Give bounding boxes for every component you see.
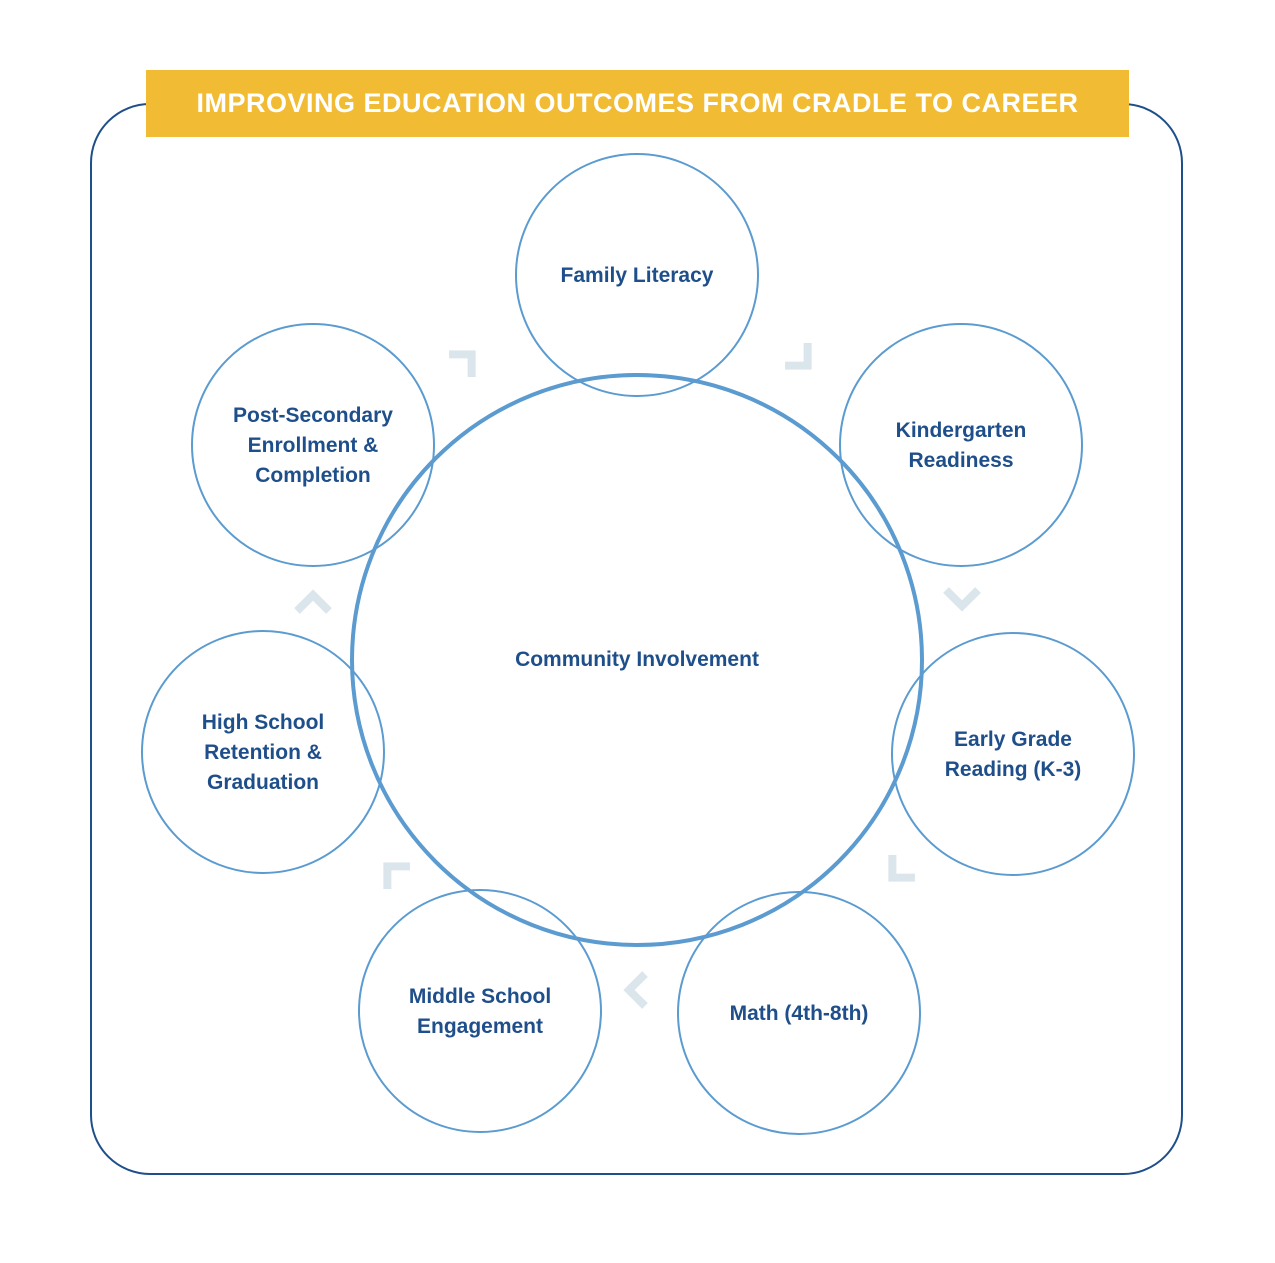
stage-circle — [191, 323, 435, 567]
stage-label-line: High School — [202, 711, 325, 734]
center-circle — [350, 373, 924, 947]
center-label: Community Involvement — [515, 648, 759, 671]
diagram-title: IMPROVING EDUCATION OUTCOMES FROM CRADLE… — [196, 88, 1079, 118]
stage-nodes: Family LiteracyKindergartenReadinessEarl… — [141, 153, 1135, 1135]
center-node: Community Involvement — [350, 373, 924, 947]
stage-label-line: Kindergarten — [896, 419, 1027, 442]
stage-circle — [358, 889, 602, 1133]
stage-label-line: Reading (K-3) — [945, 758, 1082, 781]
chevron-arrow-icon — [449, 350, 476, 377]
chevron-arrow-icon — [943, 587, 981, 612]
stage-circle — [677, 891, 921, 1135]
arrows-layer — [294, 343, 981, 1009]
stage-label-line: Engagement — [417, 1015, 543, 1038]
chevron-arrow-icon — [383, 862, 410, 889]
stage-label-line: Middle School — [409, 985, 551, 1008]
stage-label-line: Retention & — [204, 741, 322, 764]
stage-label-line: Enrollment & — [248, 434, 379, 457]
stage-node-family-literacy: Family Literacy — [515, 153, 759, 397]
stage-label-line: Readiness — [908, 449, 1013, 472]
stage-circle — [141, 630, 385, 874]
chevron-arrow-icon — [623, 971, 648, 1009]
stage-label-line: Post-Secondary — [233, 404, 393, 427]
stage-node-math-4th-8th: Math (4th-8th) — [677, 891, 921, 1135]
chevron-arrow-icon — [888, 855, 915, 882]
chevron-arrow-icon — [785, 343, 812, 370]
stage-circle — [839, 323, 1083, 567]
title-banner: IMPROVING EDUCATION OUTCOMES FROM CRADLE… — [146, 70, 1129, 137]
stage-label-line: Math (4th-8th) — [730, 1002, 869, 1025]
stage-label-line: Family Literacy — [561, 264, 714, 287]
chevron-arrow-icon — [294, 589, 332, 614]
stage-label-line: Early Grade — [954, 728, 1072, 751]
stage-label-line: Graduation — [207, 771, 319, 794]
stage-label-line: Completion — [255, 464, 371, 487]
stage-circle — [891, 632, 1135, 876]
stage-circle — [515, 153, 759, 397]
